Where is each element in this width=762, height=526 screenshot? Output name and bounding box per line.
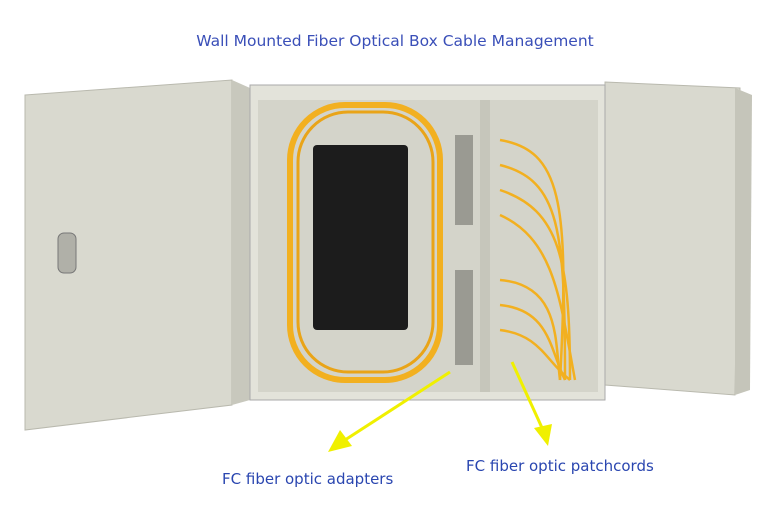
- right-door: [604, 81, 741, 396]
- left-door: [24, 79, 233, 431]
- arrow-adapters: [328, 370, 451, 452]
- fc-patchcords: [499, 138, 577, 381]
- label-fc-patchcords: FC fiber optic patchcords: [466, 457, 654, 475]
- arrow-patchcords: [510, 361, 552, 446]
- page-title: Wall Mounted Fiber Optical Box Cable Man…: [196, 32, 594, 50]
- splice-tray: [313, 145, 408, 330]
- door-lock: [57, 232, 77, 274]
- label-fc-adapters: FC fiber optic adapters: [222, 470, 394, 488]
- fc-adapters: [455, 135, 473, 365]
